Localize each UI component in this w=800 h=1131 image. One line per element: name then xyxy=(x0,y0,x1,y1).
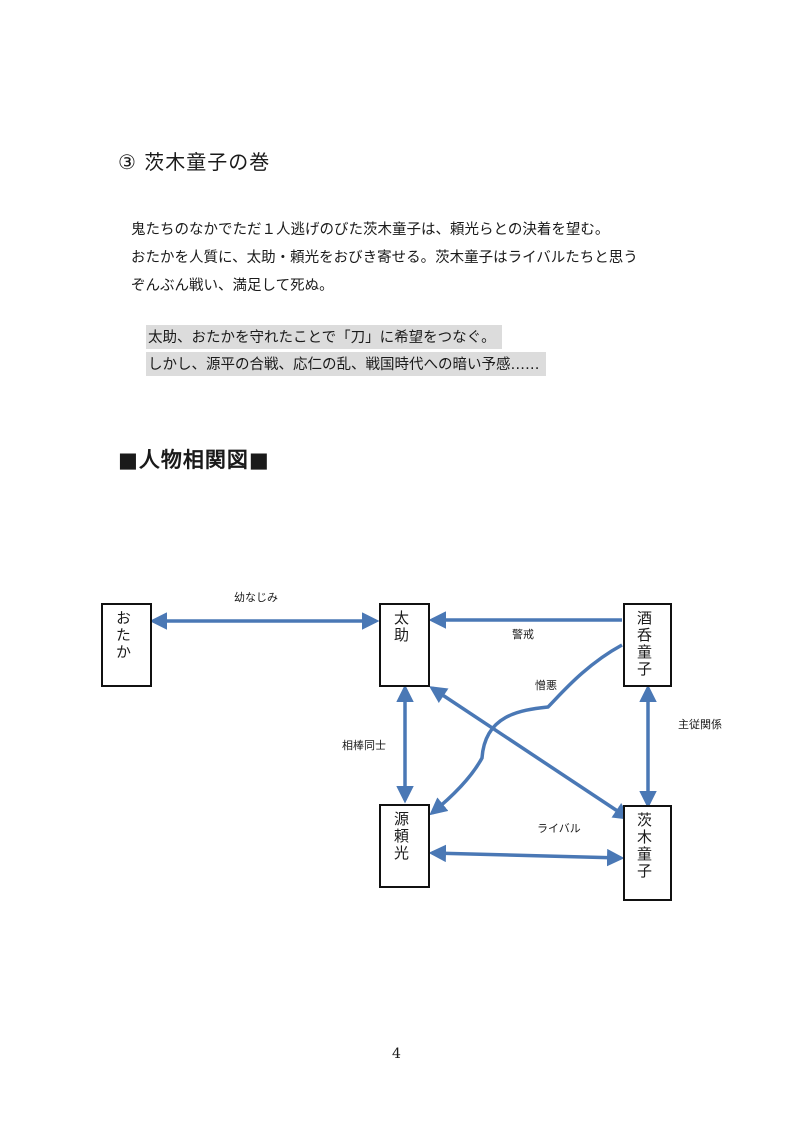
arrow-tasuke-ibaraki xyxy=(429,686,631,820)
highlighted-line: 太助、おたかを守れたことで「刀」に希望をつなぐ。 xyxy=(146,325,502,349)
page-number: 4 xyxy=(392,1046,401,1062)
node-tasuke: 太助 xyxy=(379,603,430,687)
arrow-raiko-ibaraki xyxy=(428,844,625,867)
node-raiko: 源頼光 xyxy=(379,804,430,888)
node-ibaraki: 茨木童子 xyxy=(623,805,672,901)
section-title: ③ 茨木童子の巻 xyxy=(118,150,271,174)
node-label: 源頼光 xyxy=(392,811,410,862)
edge-label-tasuke-raiko: 相棒同士 xyxy=(342,739,386,752)
node-label: 太助 xyxy=(392,610,410,644)
arrow-shuten-raiko xyxy=(429,643,623,816)
node-otaka: おたか xyxy=(101,603,152,687)
highlighted-line: しかし、源平の合戦、応仁の乱、戦国時代への暗い予感…… xyxy=(146,352,546,376)
synopsis-line: 鬼たちのなかでただ１人逃げのびた茨木童子は、頼光らとの決着を望む。 xyxy=(131,222,610,238)
synopsis-line: おたかを人質に、太助・頼光をおびき寄せる。茨木童子はライバルたちと思う xyxy=(131,250,638,266)
edge-label-raiko-ibaraki: ライバル xyxy=(537,822,581,835)
node-label: 茨木童子 xyxy=(635,812,653,880)
edge-label-shuten-tasuke: 警戒 xyxy=(512,628,534,641)
edge-label-otaka-tasuke: 幼なじみ xyxy=(234,591,278,604)
synopsis-paragraph: 鬼たちのなかでただ１人逃げのびた茨木童子は、頼光らとの決着を望む。 おたかを人質… xyxy=(131,216,638,300)
node-label: 酒呑童子 xyxy=(635,610,653,678)
node-shuten: 酒呑童子 xyxy=(623,603,672,687)
node-label: おたか xyxy=(114,610,132,661)
diagram-title: ■人物相関図■ xyxy=(118,448,270,472)
edge-label-shuten-raiko: 憎悪 xyxy=(535,679,557,692)
synopsis-line: ぞんぶん戦い、満足して死ぬ。 xyxy=(131,278,334,294)
edge-label-shuten-ibaraki: 主従関係 xyxy=(678,718,722,731)
